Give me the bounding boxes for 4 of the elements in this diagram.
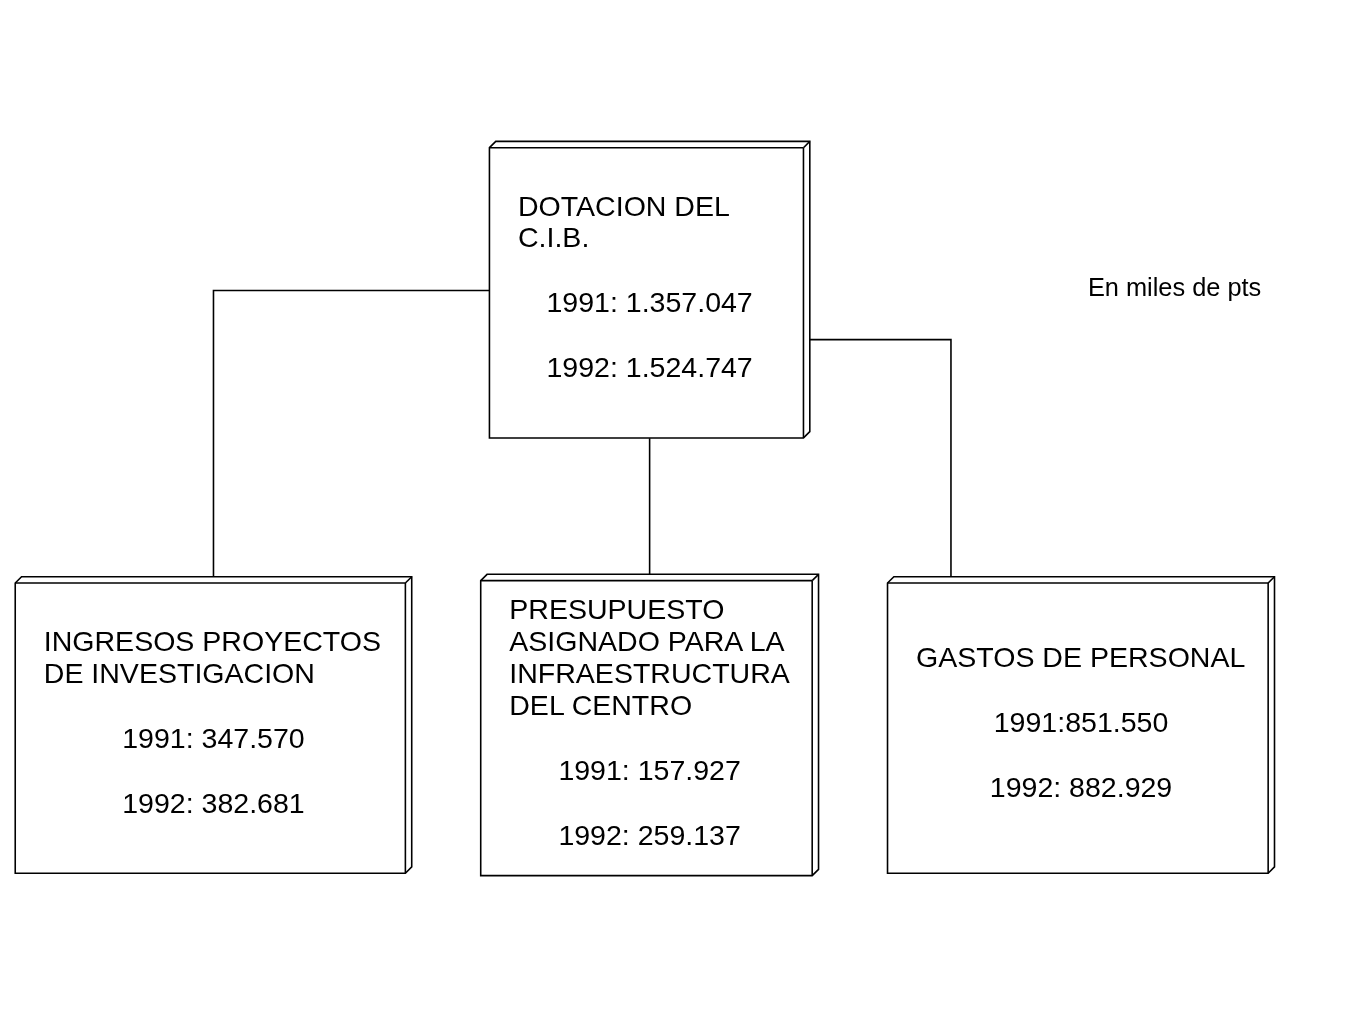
connector <box>212 289 490 577</box>
connector <box>648 436 651 575</box>
connector <box>809 338 952 577</box>
label: En miles de pts <box>1087 272 1262 301</box>
